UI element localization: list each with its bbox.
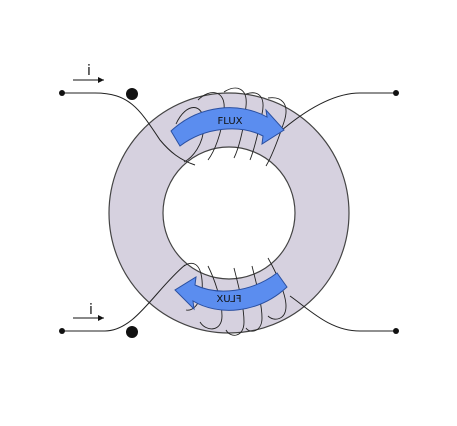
flux-label-top: FLUX [218, 116, 243, 127]
polarity-dot-top [126, 88, 138, 100]
current-label-bottom: i [89, 302, 93, 318]
coil-loop [245, 265, 263, 332]
coil-loop [225, 267, 245, 336]
current-indicator-bottom: i [73, 302, 104, 321]
coil-loop [223, 87, 247, 159]
input-wire-top [62, 92, 196, 166]
current-arrowhead-bottom [98, 315, 104, 321]
terminal-bottom-right [393, 328, 399, 334]
flux-arrow-bottom: FLUX [174, 272, 288, 311]
coil-loop [265, 97, 287, 167]
current-label-top: i [87, 63, 91, 79]
polarity-dots [126, 88, 138, 338]
current-indicator-top: i [73, 63, 104, 83]
terminal-bottom-left [59, 328, 65, 334]
output-wire-bottom [289, 295, 396, 332]
terminal-wires [62, 92, 396, 332]
flux-label-bottom: FLUX [216, 294, 241, 305]
input-wire-bottom [62, 264, 186, 332]
toroid-core [108, 92, 350, 334]
winding-bottom [183, 257, 287, 336]
core-ring [108, 92, 350, 334]
polarity-dot-bottom [126, 326, 138, 338]
flux-arrow-bottom-shape [174, 272, 288, 311]
current-arrowhead-top [98, 77, 104, 83]
terminal-top-right [393, 90, 399, 96]
flux-arrow-top-shape [170, 107, 285, 147]
terminal-top-left [59, 90, 65, 96]
terminals [59, 90, 399, 334]
coil-loop [267, 257, 287, 320]
coil-loop [199, 265, 223, 330]
output-wire-top [281, 92, 396, 131]
flux-arrow-top: FLUX [170, 107, 285, 147]
